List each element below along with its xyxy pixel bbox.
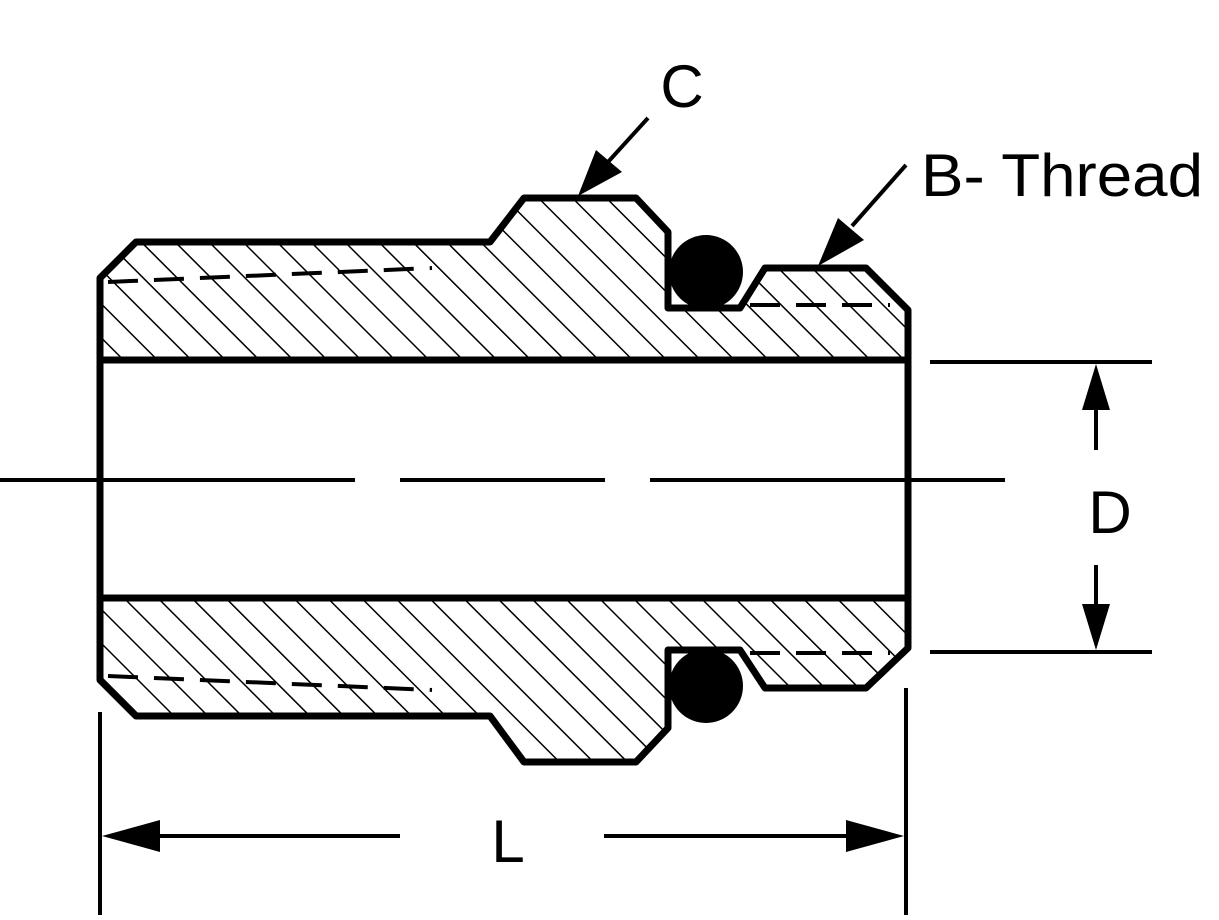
length-label: L [491, 808, 524, 875]
thread-label: B- Thread [921, 142, 1203, 209]
c-leader-arrow [578, 116, 650, 196]
thread-leader-arrow [818, 163, 908, 266]
lower-thread-dash-left [107, 674, 433, 692]
upper-o-ring [669, 235, 743, 309]
lower-o-ring [669, 649, 743, 723]
length-dimension [98, 688, 908, 915]
diameter-label: D [1088, 479, 1131, 546]
c-label: C [660, 53, 703, 120]
lower-wall-section [96, 594, 912, 766]
diameter-dimension [930, 360, 1152, 654]
upper-thread-dash-left [107, 266, 433, 284]
